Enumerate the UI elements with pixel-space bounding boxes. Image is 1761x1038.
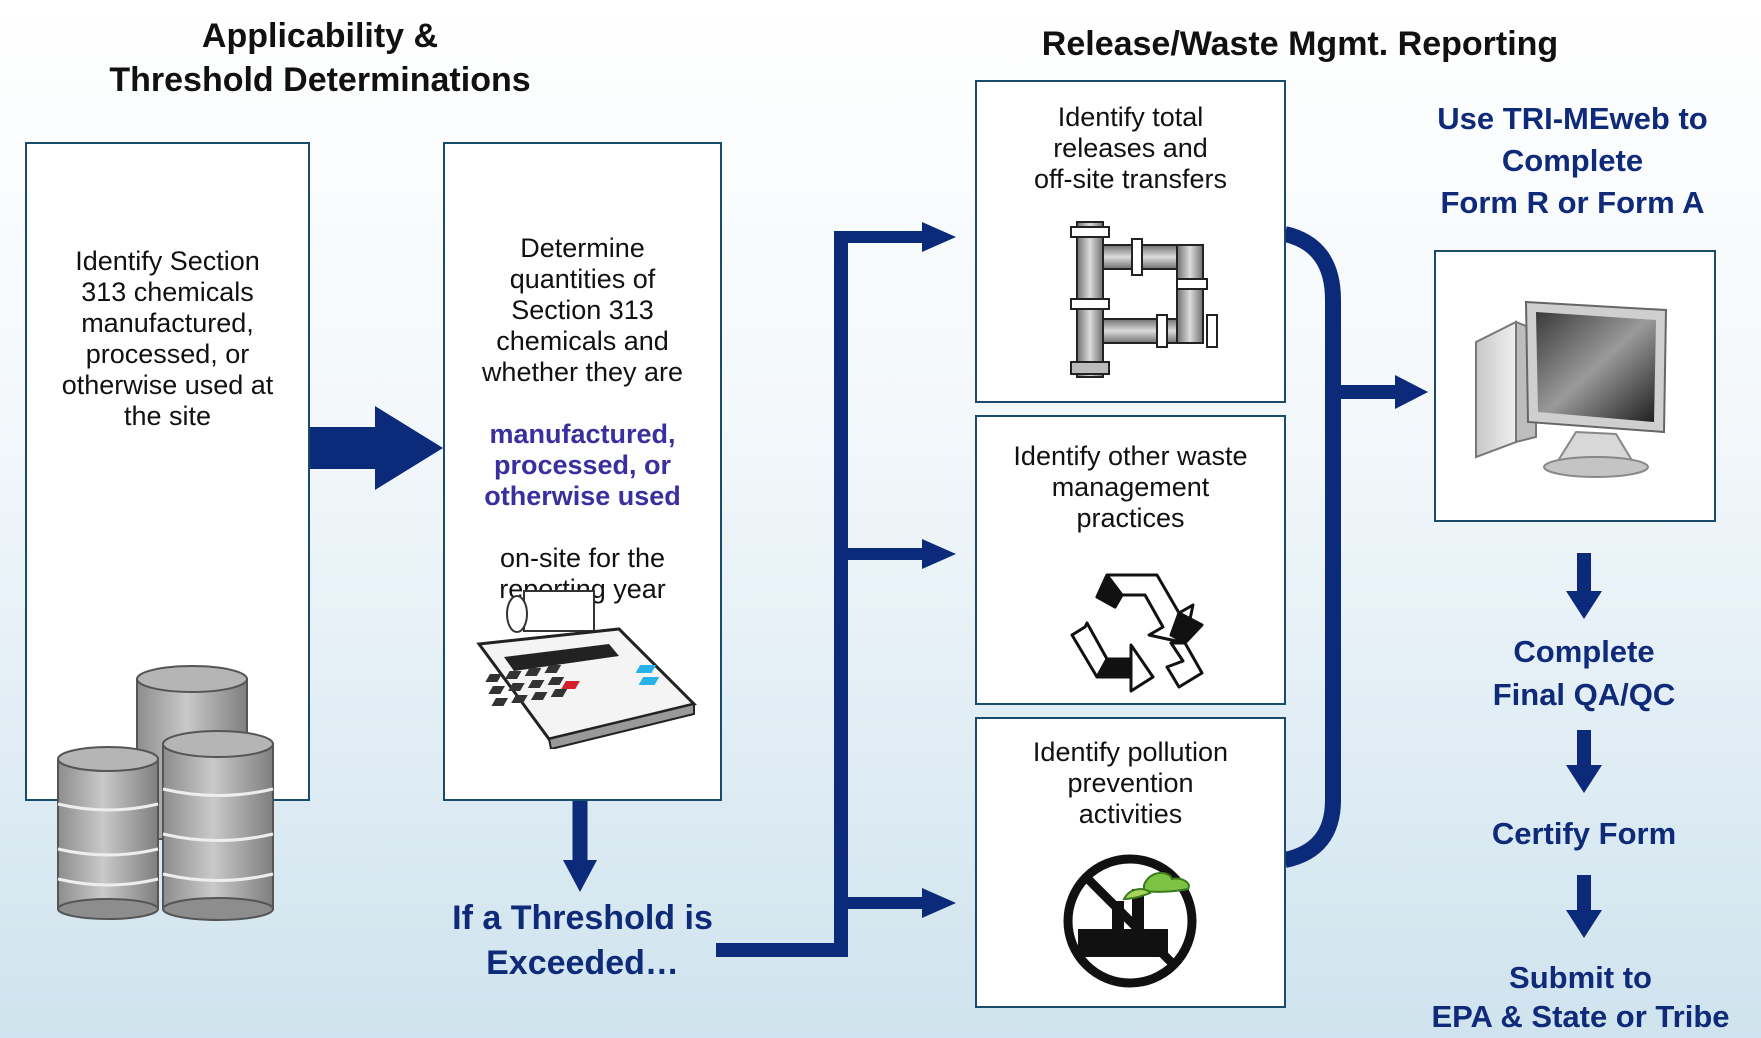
threshold-text: If a Threshold is Exceeded… [452,899,713,982]
threshold-connector [716,237,848,957]
pipes-icon [1070,221,1218,378]
pollution-prevention-box: Identify pollution prevention activities [975,717,1286,1008]
down-arrow-qa [1566,553,1602,619]
merge-bracket [1282,226,1341,868]
arrow-to-computer [1395,375,1428,409]
calculator-icon [476,590,697,749]
determine-quantities-text: Determine quantities of Section 313 chem… [445,202,720,636]
certify-form-text: Certify Form [1491,816,1677,851]
down-arrow-certify [1566,730,1602,793]
waste-mgmt-box: Identify other waste management practice… [975,415,1286,705]
pollution-prevention-text: Identify pollution prevention activities [1032,737,1229,829]
use-tri-meweb-text: Use TRI-MEweb to Complete Form R or Form… [1437,101,1708,220]
identify-chemicals-box: Identify Section 313 chemicals manufactu… [25,142,310,921]
submit-text: Submit to EPA & State or Tribe [1431,960,1730,1034]
barrels-icon [57,665,274,921]
identify-chemicals-text: Identify Section 313 chemicals manufactu… [61,246,274,431]
determine-quantities-before: Determine quantities of Section 313 chem… [481,233,684,387]
heading-applicability: Applicability & Threshold Determinations [109,17,531,99]
heading-reporting: Release/Waste Mgmt. Reporting [1041,25,1559,63]
arrow-to-determine [310,406,443,490]
computer-box [1434,250,1716,522]
determine-quantities-highlight: manufactured, processed, or otherwise us… [484,419,681,511]
no-pollution-icon [1063,854,1197,988]
releases-text: Identify total releases and off-site tra… [1033,102,1228,194]
recycle-icon [1070,573,1204,693]
releases-box: Identify total releases and off-site tra… [975,80,1286,403]
final-qa-text: Complete Final QA/QC [1492,634,1676,712]
determine-quantities-box: Determine quantities of Section 313 chem… [443,142,722,801]
waste-mgmt-text: Identify other waste management practice… [1013,441,1248,533]
computer-icon [1475,300,1668,478]
down-arrow-submit [1566,875,1602,938]
